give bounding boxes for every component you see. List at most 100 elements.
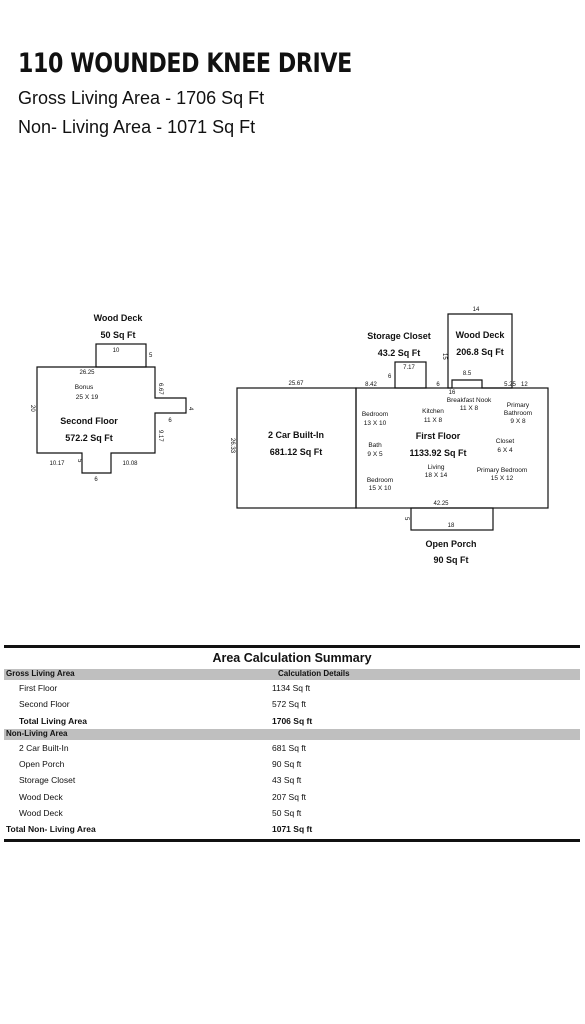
open-porch-area: 90 Sq Ft <box>433 555 468 565</box>
open-porch-dim-top: 18 <box>448 523 455 529</box>
row-value: 207 Sq ft <box>272 791 307 802</box>
row-label: Wood Deck <box>19 791 63 802</box>
garage-name: 2 Car Built-In <box>268 430 324 440</box>
first-floor-dim: 42.25 <box>433 501 449 507</box>
garage-dim-top: 25.67 <box>288 381 304 387</box>
total-non-living-row: Total Non- Living Area 1071 Sq ft <box>4 821 580 837</box>
total-living-row: Total Living Area 1706 Sq ft <box>4 713 580 729</box>
room-name: Bedroom <box>367 477 393 484</box>
gross-living-header: Gross Living Area Calculation Details <box>4 669 580 680</box>
first-floor-dim: 5.25 <box>504 382 516 388</box>
row-value: 1134 Sq ft <box>272 683 311 693</box>
calculation-details-header: Calculation Details <box>278 669 350 678</box>
first-floor-dim: 6 <box>436 382 440 388</box>
room-size: 9 X 8 <box>510 418 526 425</box>
row-label: Wood Deck <box>19 808 63 819</box>
row-value: 572 Sq ft <box>272 699 307 710</box>
summary-row: First Floor 1134 Sq ft <box>4 680 580 696</box>
storage-closet-dim-top: 7.17 <box>403 365 415 371</box>
room-size: 15 X 10 <box>369 485 392 492</box>
room-name: Primary <box>507 402 530 409</box>
second-floor-dim: 26.25 <box>79 370 95 376</box>
summary-row: Open Porch 90 Sq ft <box>4 756 580 772</box>
room-name: Living <box>428 464 445 471</box>
second-floor-dim: 6 <box>168 418 172 424</box>
row-value: 50 Sq ft <box>272 808 302 819</box>
first-floor-dim: 12 <box>521 382 528 388</box>
wood-deck-left-name: Wood Deck <box>94 313 144 323</box>
first-floor-dim: 16 <box>449 390 456 396</box>
area-summary: Area Calculation Summary Gross Living Ar… <box>4 645 580 842</box>
summary-row: Wood Deck 50 Sq ft <box>4 805 580 821</box>
bonus-room-name: Bonus <box>75 384 94 391</box>
row-label: Open Porch <box>19 759 65 770</box>
second-floor-dim: 9.17 <box>157 430 163 442</box>
summary-row: Wood Deck 207 Sq ft <box>4 789 580 805</box>
room-size: 9 X 5 <box>367 451 383 458</box>
wood-deck-right-area: 206.8 Sq Ft <box>456 347 504 357</box>
room-size: 15 X 12 <box>491 475 514 482</box>
row-label: 2 Car Built-In <box>19 742 69 753</box>
garage-area: 681.12 Sq Ft <box>270 447 323 457</box>
row-value: 681 Sq ft <box>272 742 307 753</box>
non-living-header: Non-Living Area <box>4 728 580 740</box>
wood-deck-right-dim-side: 15 <box>441 353 447 360</box>
second-floor-dim: 4 <box>187 407 193 411</box>
row-value: 43 Sq ft <box>272 775 302 786</box>
room-name: Breakfast Nook <box>447 397 492 404</box>
storage-closet-area: 43.2 Sq Ft <box>378 348 421 358</box>
wood-deck-left-dim-top: 10 <box>113 348 120 354</box>
wood-deck-right-name: Wood Deck <box>456 330 506 340</box>
summary-row: 2 Car Built-In 681 Sq ft <box>4 740 580 756</box>
floor-plan: Wood Deck 50 Sq Ft 10 5 26.25 6.67 4 6 9… <box>29 307 549 565</box>
garage-dim-side: 26.33 <box>229 438 235 454</box>
bonus-room-size: 25 X 19 <box>76 394 99 401</box>
row-label: Total Living Area <box>19 715 88 726</box>
room-size: 11 X 8 <box>424 417 443 424</box>
gross-living-area: Gross Living Area - 1706 Sq Ft <box>18 88 265 108</box>
room-name: Kitchen <box>422 408 444 415</box>
storage-closet-dim-side: 6 <box>388 374 392 380</box>
second-floor-dim: 5 <box>76 459 82 463</box>
non-living-area: Non- Living Area - 1071 Sq Ft <box>18 117 256 137</box>
first-floor-area: 1133.92 Sq Ft <box>409 448 466 458</box>
row-label: Storage Closet <box>19 775 76 786</box>
wood-deck-left-shape <box>95 343 147 368</box>
wood-deck-left-dim-side: 5 <box>149 353 153 359</box>
second-floor-dim: 6.67 <box>157 383 163 395</box>
room-size: 18 X 14 <box>425 472 448 479</box>
second-floor-name: Second Floor <box>60 416 118 426</box>
second-floor-dim: 6 <box>94 477 98 483</box>
room-size: 13 X 10 <box>364 420 387 427</box>
open-porch-shape <box>410 507 494 531</box>
room-name: Primary Bedroom <box>477 467 528 474</box>
row-label: Total Non- Living Area <box>6 824 96 835</box>
row-value: 1706 Sq ft <box>272 715 313 726</box>
room-name: Closet <box>496 438 515 445</box>
second-floor-dim: 10.08 <box>122 461 138 467</box>
room-size: 11 X 8 <box>460 405 479 412</box>
row-label: Second Floor <box>19 699 70 710</box>
first-floor-dim: 8.42 <box>365 382 377 388</box>
second-floor-shape <box>36 366 187 474</box>
summary-row: Second Floor 572 Sq ft <box>4 696 580 712</box>
row-label: First Floor <box>19 683 58 693</box>
first-floor-name: First Floor <box>416 431 461 441</box>
summary-title: Area Calculation Summary <box>212 651 372 665</box>
room-name: Bathroom <box>504 410 532 417</box>
summary-row: Storage Closet 43 Sq ft <box>4 772 580 788</box>
open-porch-dim-side: 5 <box>403 517 409 521</box>
second-floor-dim: 10.17 <box>49 461 65 467</box>
wood-deck-right-dim-top: 14 <box>473 307 480 313</box>
storage-closet-name: Storage Closet <box>367 331 431 341</box>
room-size: 6 X 4 <box>497 447 513 454</box>
gross-living-header-label: Gross Living Area <box>6 669 75 678</box>
room-name: Bath <box>368 442 382 449</box>
row-value: 1071 Sq ft <box>272 824 313 835</box>
second-floor-dim: 20 <box>29 405 35 412</box>
non-living-header-label: Non-Living Area <box>6 728 68 738</box>
open-porch-name: Open Porch <box>425 539 476 549</box>
page-title: 110 WOUNDED KNEE DRIVE <box>18 48 352 79</box>
wood-deck-left-area: 50 Sq Ft <box>100 330 135 340</box>
wood-deck-right-dim-inner: 8.5 <box>463 371 472 377</box>
